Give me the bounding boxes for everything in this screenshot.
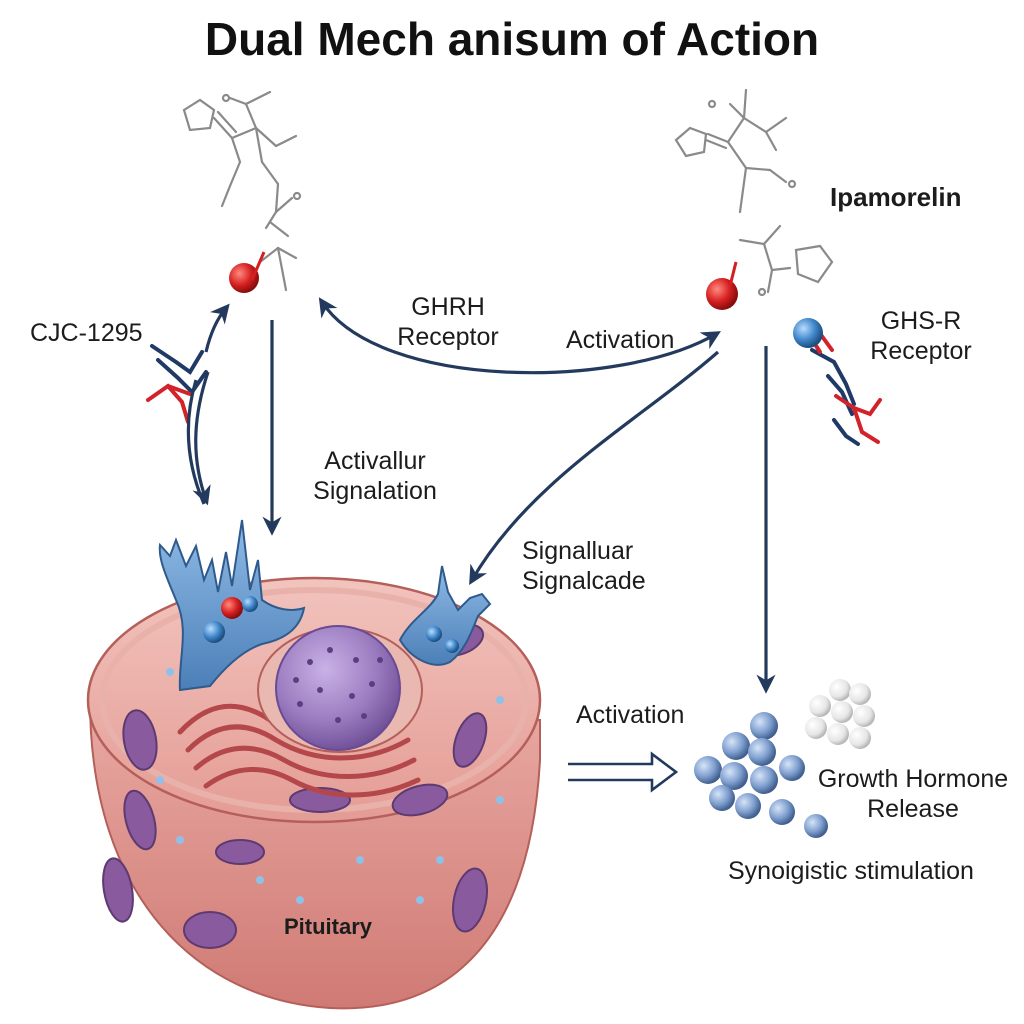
label-ghrh-line2: Receptor [397,323,499,351]
label-activation-top: Activation [566,326,675,354]
label-ghsr-line1: GHS-R [880,307,962,335]
activation-hollow-arrow [568,751,679,793]
label-growth-hormone-release: Growth Hormone Release [800,764,1024,824]
label-pituitary: Pituitary [284,914,373,939]
ghrh-receptor-sphere [203,621,225,643]
cjc-ligand-sphere [229,263,259,293]
arrow-signal-cascade [469,350,720,585]
label-activallur-signalation: Activallur Signalation [300,446,450,506]
label-synergistic-stimulation: Synoigistic stimulation [728,857,974,885]
arrow-cjc-up [204,303,230,353]
label-growth-line2: Release [867,795,959,823]
label-cjc-1295: CJC-1295 [30,319,143,347]
label-signalluar-line2: Signalcade [522,567,646,595]
pituitary-cell [86,576,542,1010]
diagram-title: Dual Mech anisum of Action [204,13,820,65]
ghrh-bound-ligand [221,597,243,619]
ipamorelin-molecule [674,88,834,297]
label-signalluar-line1: Signalluar [522,537,634,565]
ghs-r-receptor-structure [398,565,492,666]
label-activallur-line2: Signalation [313,477,437,505]
label-ipamorelin: Ipamorelin [830,182,962,212]
white-sphere-cluster [805,679,875,749]
label-growth-line1: Growth Hormone [817,765,1009,793]
ghs-r-receptor-sphere [793,318,823,348]
arrow-ghrh-activation [318,297,721,375]
ipamorelin-ligand-sphere [706,278,738,310]
growth-hormone-cluster [694,712,828,838]
arrow-cjc-curve [186,379,206,505]
label-ghrh-line1: GHRH [411,293,485,321]
label-ghrh-receptor: GHRH Receptor [378,292,518,352]
pathway-arrows [186,297,776,694]
label-ghs-r-receptor: GHS-R Receptor [856,306,986,366]
label-activallur-line1: Activallur [324,447,426,475]
label-ghsr-line2: Receptor [870,337,972,365]
cjc-antibody [146,344,208,424]
label-activation-bottom: Activation [576,701,685,729]
cjc-1295-molecule [182,90,302,292]
arrow-cjc-down [192,371,211,506]
mitochondria [102,623,489,949]
label-signalluar-signalcade: Signalluar Signalcade [522,536,646,596]
nucleus [275,625,401,751]
